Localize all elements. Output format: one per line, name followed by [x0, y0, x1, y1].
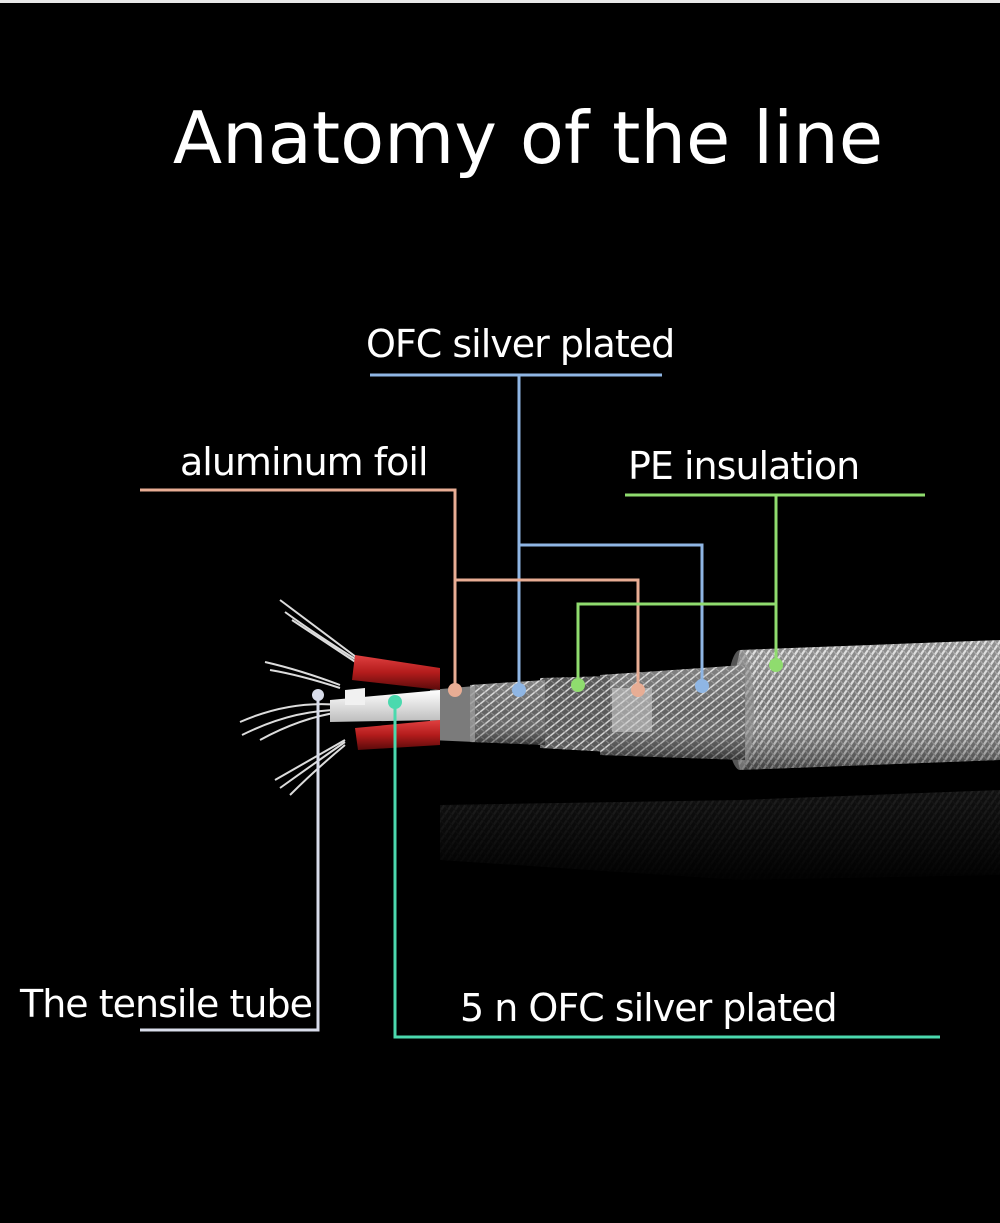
pe-dot-1 [571, 678, 585, 692]
five-n-leader-line [393, 702, 940, 1039]
foil-dot-2 [631, 683, 645, 697]
leader-dots [312, 658, 783, 709]
page-title: Anatomy of the line [172, 96, 884, 180]
top-border [0, 0, 1000, 3]
ofc-dot-1 [512, 683, 526, 697]
foil-dot-1 [448, 683, 462, 697]
label-ofc-silver-plated: OFC silver plated [366, 322, 675, 366]
bare-strands [239, 599, 361, 796]
outer-braided-jacket [726, 640, 1000, 770]
label-aluminum-foil: aluminum foil [180, 440, 429, 484]
cable-reflection [440, 790, 1000, 890]
label-five-n-ofc: 5 n OFC silver plated [460, 986, 838, 1030]
leader-lines [140, 373, 940, 1039]
tensile-dot [312, 689, 324, 701]
insulated-conductors [330, 655, 440, 750]
ofc-leader-line [370, 373, 704, 690]
inner-shield-layers [430, 665, 745, 760]
ofc-dot-2 [695, 679, 709, 693]
label-tensile-tube: The tensile tube [20, 982, 313, 1026]
pe-leader-line [576, 493, 925, 685]
pe-dot-2 [769, 658, 783, 672]
label-pe-insulation: PE insulation [628, 444, 860, 488]
foil-leader-line [140, 488, 640, 690]
five-n-dot [388, 695, 402, 709]
tensile-leader-line [140, 695, 320, 1032]
